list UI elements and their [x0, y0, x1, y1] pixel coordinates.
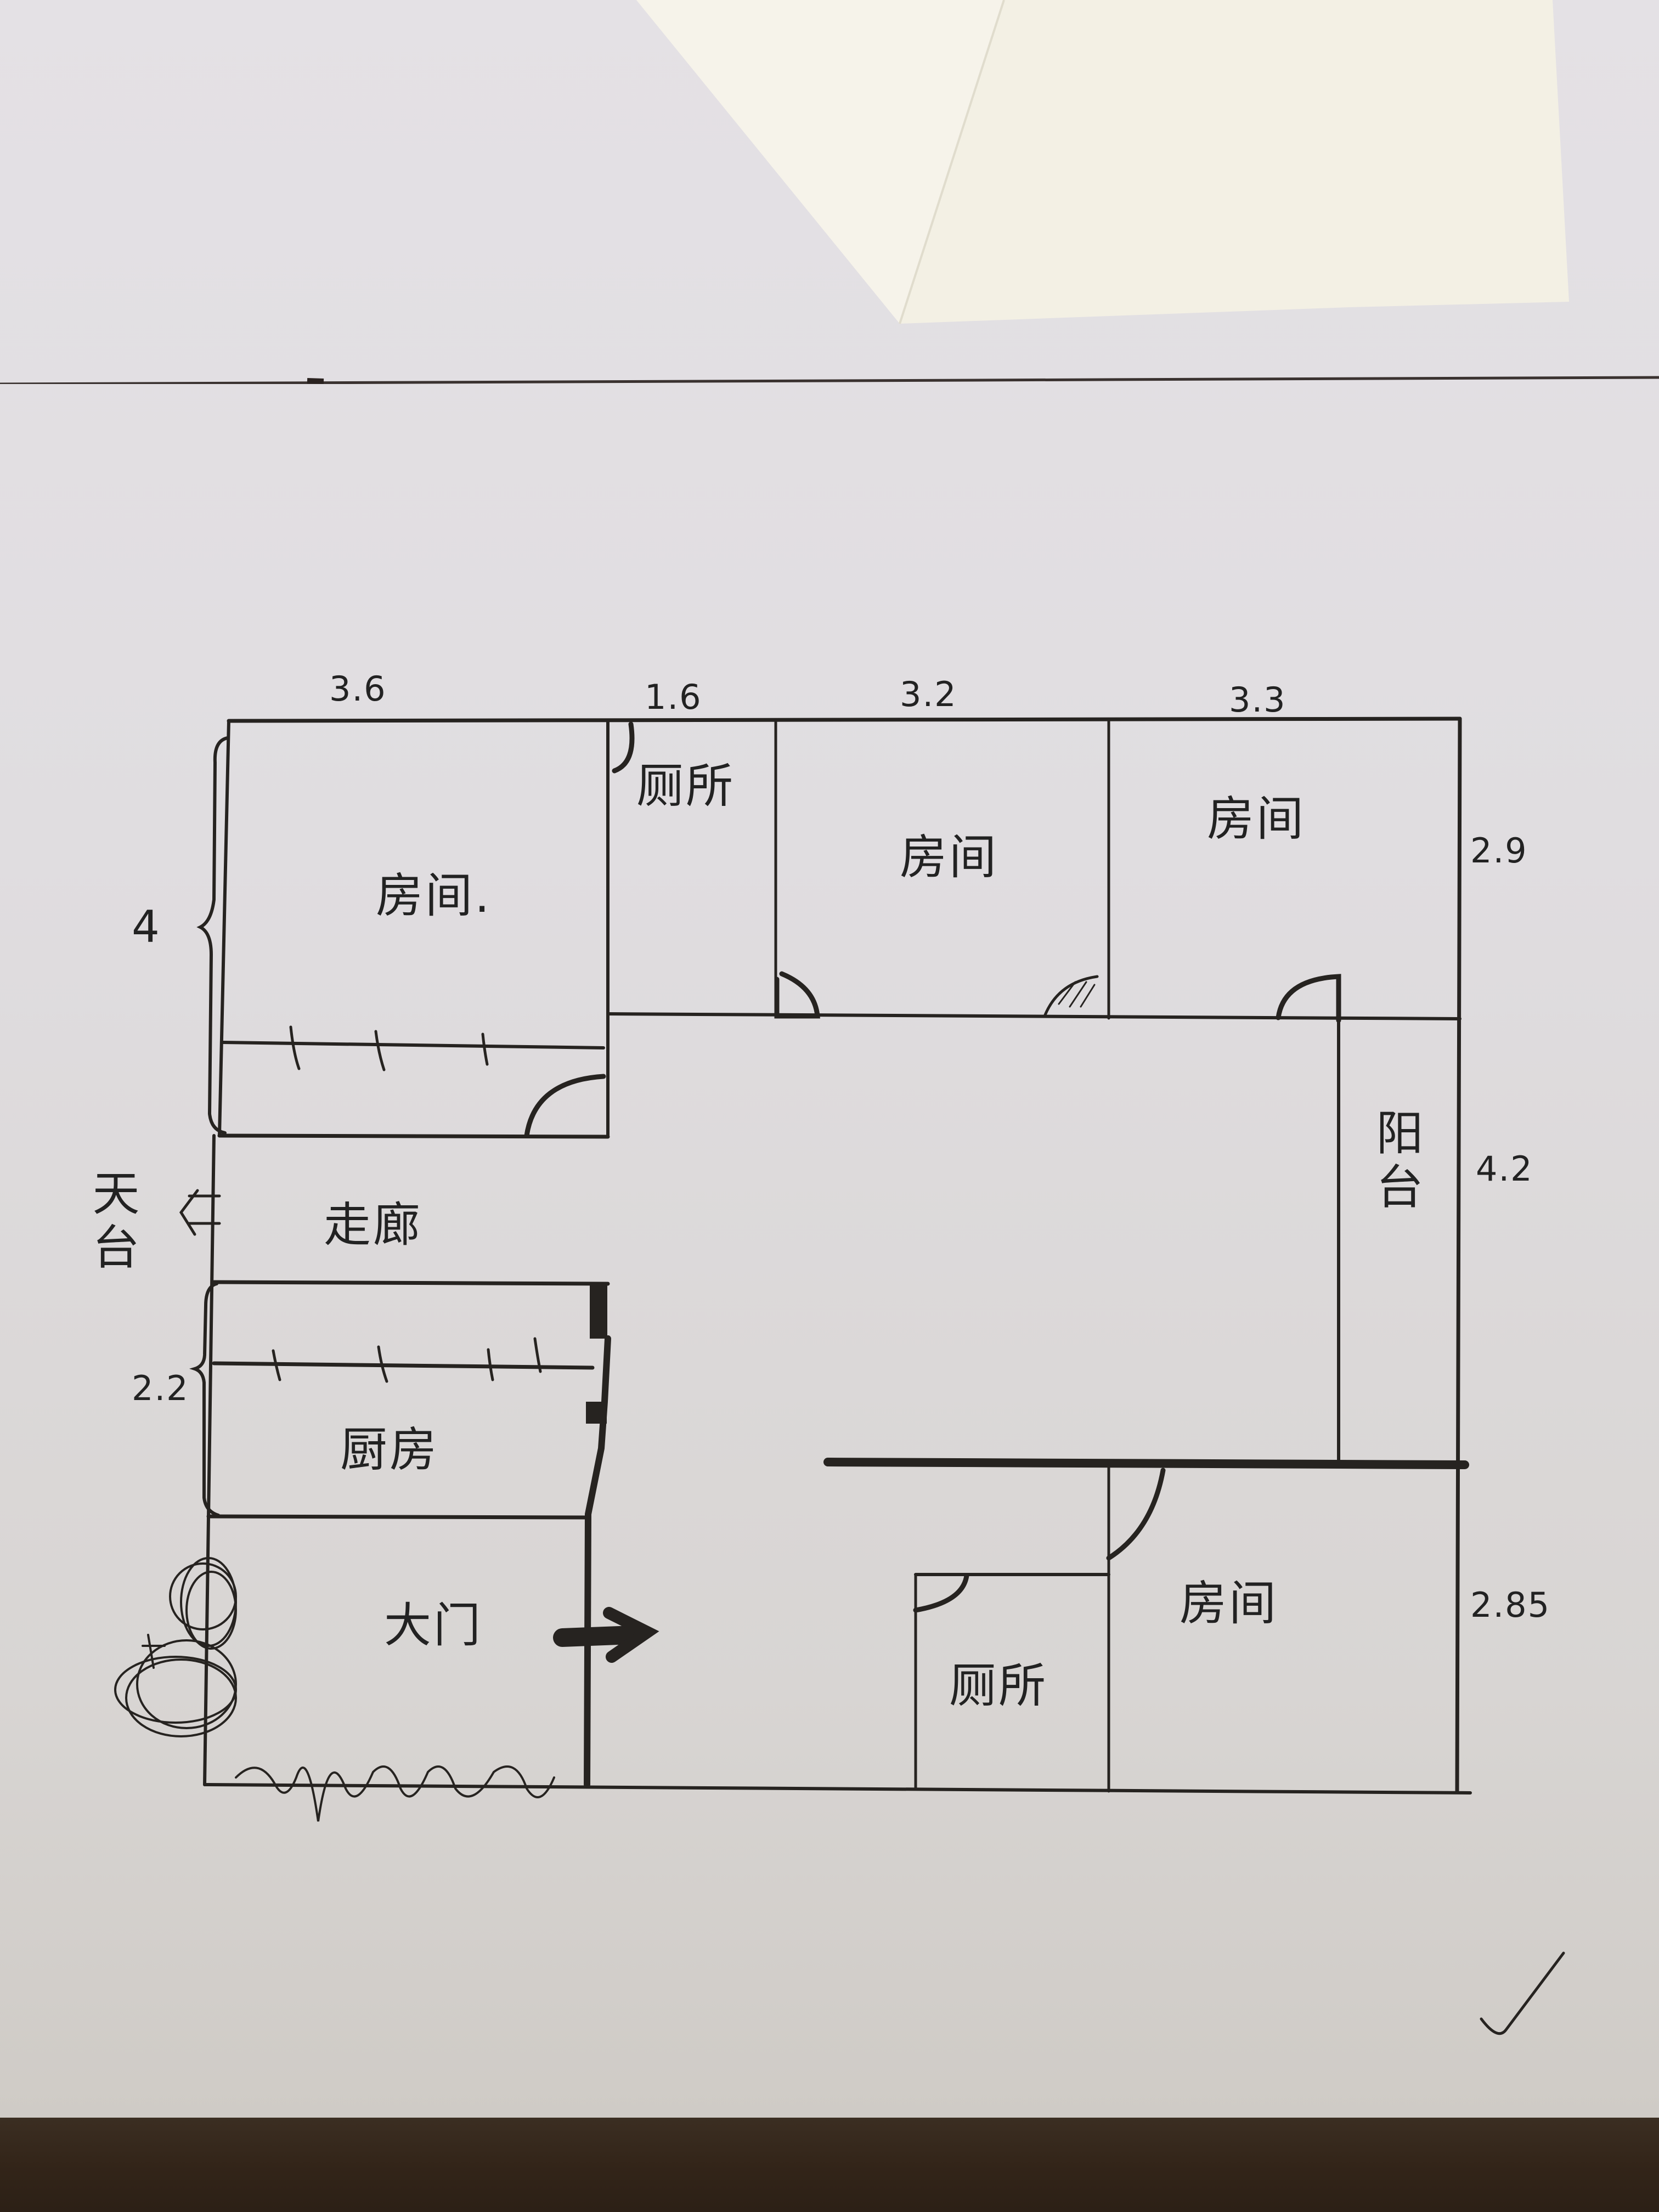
toilet-label-top: 厕所: [636, 759, 735, 814]
room-label-bottom-right: 房间: [1180, 1576, 1278, 1631]
corridor-label: 走廊: [324, 1198, 422, 1252]
room-label-top-left: 房间.: [376, 868, 492, 923]
balcony-label: 阳台: [1368, 1108, 1423, 1216]
room-label-top-middle: 房间: [900, 830, 998, 885]
dimension-top-4: 3.3: [1229, 680, 1286, 720]
kitchen-label: 厨房: [340, 1423, 439, 1477]
folded-paper-corner: [0, 0, 1659, 384]
dimension-top-1: 3.6: [329, 669, 387, 709]
dimension-left-1: 4: [132, 901, 161, 952]
paper-sheet: [0, 0, 1659, 2118]
dimension-top-3: 3.2: [900, 674, 957, 714]
entrance-label: 大门: [384, 1598, 483, 1653]
dimension-right-1: 2.9: [1470, 831, 1528, 871]
dimension-left-2: 2.2: [132, 1368, 189, 1408]
dimension-right-3: 2.85: [1470, 1585, 1551, 1625]
dimension-right-2: 4.2: [1476, 1149, 1533, 1189]
wooden-table: [0, 2118, 1659, 2212]
dimension-top-2: 1.6: [645, 677, 702, 717]
terrace-label: 天台: [84, 1169, 139, 1276]
toilet-label-bottom: 厕所: [949, 1658, 1048, 1713]
room-label-top-right: 房间: [1207, 792, 1306, 847]
